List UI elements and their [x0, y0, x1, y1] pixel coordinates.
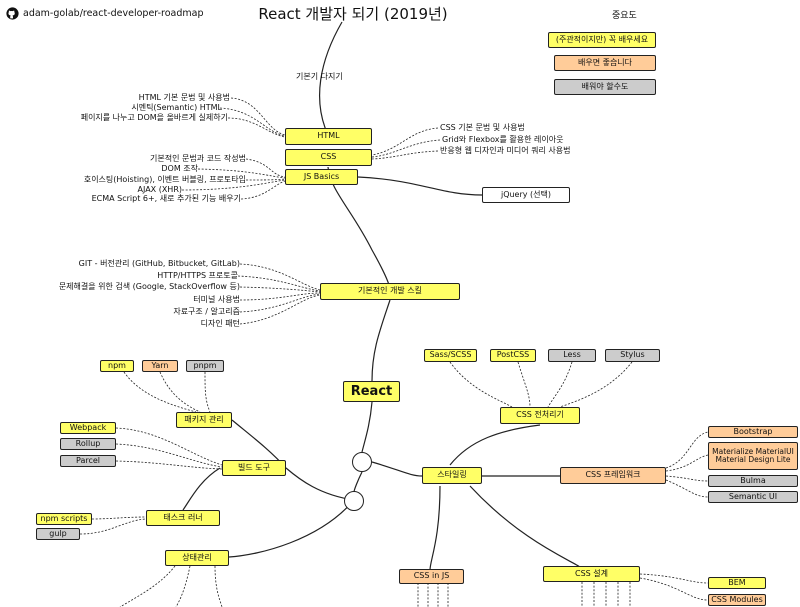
node-stylus[interactable]: Stylus: [605, 349, 660, 362]
node-build-tools[interactable]: 빌드 도구: [222, 460, 286, 476]
node-html[interactable]: HTML: [285, 128, 372, 145]
dev-topic-label: 터미널 사용법: [193, 295, 240, 304]
node-npm-scripts[interactable]: npm scripts: [36, 513, 92, 525]
html-topic-label: 시멘틱(Semantic) HTML: [131, 103, 222, 112]
node-css-preprocessor[interactable]: CSS 전처리기: [500, 407, 580, 424]
legend-required: (주관적이지만) 꼭 배우세요: [548, 32, 656, 48]
dev-topic-label: HTTP/HTTPS 프로토콜: [157, 271, 238, 280]
css-topic-label: 반응형 웹 디자인과 미디어 쿼리 사용법: [440, 146, 571, 155]
node-npm[interactable]: npm: [100, 360, 134, 372]
node-parcel[interactable]: Parcel: [60, 455, 116, 467]
node-sass[interactable]: Sass/SCSS: [424, 349, 477, 362]
node-gulp[interactable]: gulp: [36, 528, 80, 540]
dev-topic-label: 디자인 패턴: [200, 319, 240, 328]
node-jquery[interactable]: jQuery (선택): [482, 187, 570, 203]
github-icon: [6, 7, 19, 20]
dev-topic-label: 자료구조 / 알고리즘: [173, 307, 240, 316]
js-topic-label: AJAX (XHR): [137, 185, 182, 194]
node-state-mgmt[interactable]: 상태관리: [165, 550, 229, 566]
node-css-in-js[interactable]: CSS in JS: [399, 569, 464, 584]
node-react[interactable]: React: [343, 381, 400, 402]
js-topic-label: ECMA Script 6+, 새로 추가된 기능 배우기: [91, 194, 241, 203]
node-css[interactable]: CSS: [285, 149, 372, 166]
junction-circle: [352, 452, 372, 472]
node-yarn[interactable]: Yarn: [142, 360, 178, 372]
basics-heading: 기본기 다지기: [296, 72, 343, 81]
node-js-basics[interactable]: JS Basics: [285, 169, 358, 185]
dev-topic-label: 문제해결을 위한 검색 (Google, StackOverflow 등): [58, 282, 240, 291]
html-topic-label: 페이지를 나누고 DOM을 올바르게 실제하기: [80, 113, 228, 122]
node-styling[interactable]: 스타일링: [422, 467, 482, 484]
junction-circle: [344, 491, 364, 511]
legend-optional: 배워야 할수도: [554, 79, 656, 95]
node-css-framework[interactable]: CSS 프레임워크: [560, 467, 666, 484]
legend-heading: 중요도: [612, 11, 637, 21]
node-postcss[interactable]: PostCSS: [490, 349, 536, 362]
node-dev-skills[interactable]: 기본적인 개발 스킬: [320, 283, 460, 300]
node-bulma[interactable]: Bulma: [708, 475, 798, 487]
js-topic-label: 기본적인 문법과 코드 작성법: [150, 154, 246, 163]
repo-link[interactable]: adam-golab/react-developer-roadmap: [6, 7, 204, 20]
html-topic-label: HTML 기본 문법 및 사용법: [138, 93, 230, 102]
node-pnpm[interactable]: pnpm: [186, 360, 224, 372]
legend-recommended: 배우면 좋습니다: [554, 55, 656, 71]
node-less[interactable]: Less: [548, 349, 596, 362]
node-css-architecture[interactable]: CSS 설계: [543, 566, 640, 582]
node-bem[interactable]: BEM: [708, 577, 766, 589]
dev-topic-label: GIT - 버전관리 (GitHub, Bitbucket, GitLab): [78, 259, 240, 268]
css-topic-label: Grid와 Flexbox를 활용한 레이아웃: [442, 135, 564, 144]
page-title: React 개발자 되기 (2019년): [258, 5, 448, 23]
node-task-runner[interactable]: 태스크 러너: [146, 510, 220, 526]
js-topic-label: 호이스팅(Hoisting), 이벤트 버블링, 프로토타입: [83, 175, 246, 184]
node-semantic-ui[interactable]: Semantic UI: [708, 491, 798, 503]
js-topic-label: DOM 조작: [161, 164, 198, 173]
css-topic-label: CSS 기본 문법 및 사용법: [440, 123, 525, 132]
node-webpack[interactable]: Webpack: [60, 422, 116, 434]
node-rollup[interactable]: Rollup: [60, 438, 116, 450]
repo-name[interactable]: adam-golab/react-developer-roadmap: [23, 8, 204, 19]
node-css-modules[interactable]: CSS Modules: [708, 594, 766, 606]
node-package-mgmt[interactable]: 패키지 관리: [176, 412, 232, 428]
node-materialize[interactable]: Materialize MaterialUI Material Design L…: [708, 442, 798, 470]
node-bootstrap[interactable]: Bootstrap: [708, 426, 798, 438]
